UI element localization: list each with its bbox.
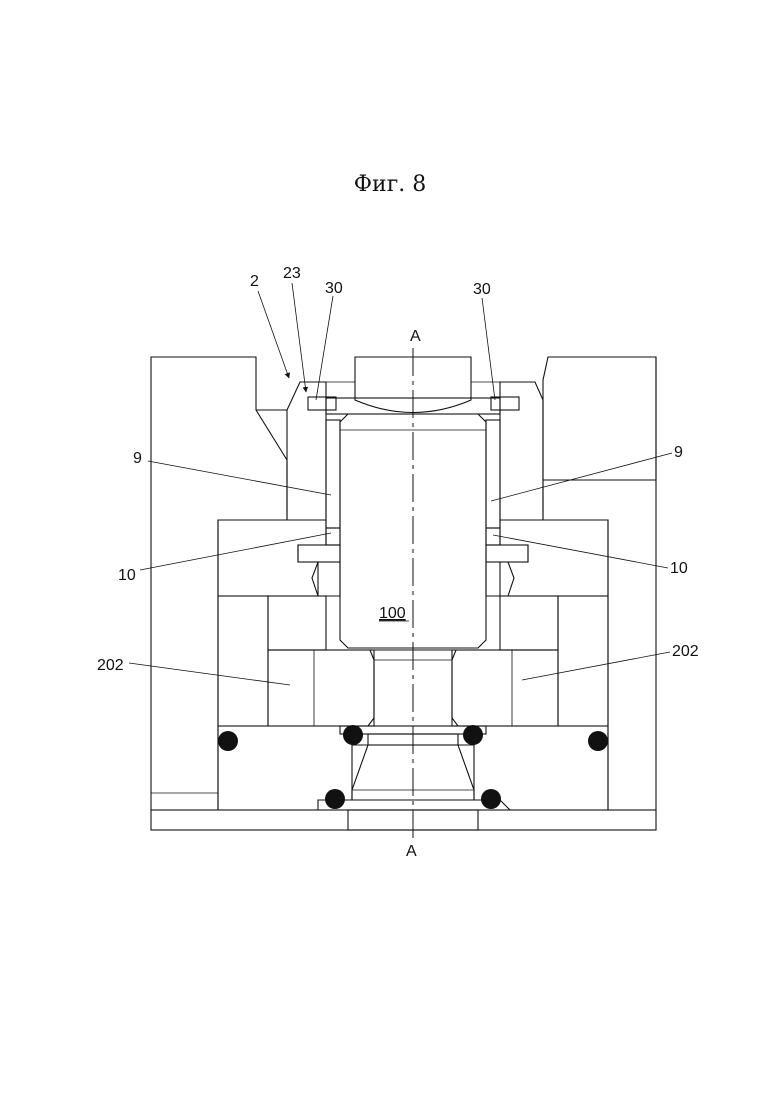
label-100: 100 xyxy=(379,605,406,622)
label-202-left: 202 xyxy=(97,657,124,674)
label-30-right: 30 xyxy=(473,281,491,298)
label-23: 23 xyxy=(283,265,301,282)
label-202-right: 202 xyxy=(672,643,699,660)
label-9-right: 9 xyxy=(674,444,683,461)
label-10-left: 10 xyxy=(118,567,136,584)
outer-housing xyxy=(151,357,656,830)
leader-lines xyxy=(129,283,672,685)
label-9-left: 9 xyxy=(133,450,142,467)
section-mark-top: A xyxy=(410,328,421,345)
label-30-left: 30 xyxy=(325,280,343,297)
label-2: 2 xyxy=(250,273,259,290)
section-mark-bottom: A xyxy=(406,843,417,860)
label-10-right: 10 xyxy=(670,560,688,577)
